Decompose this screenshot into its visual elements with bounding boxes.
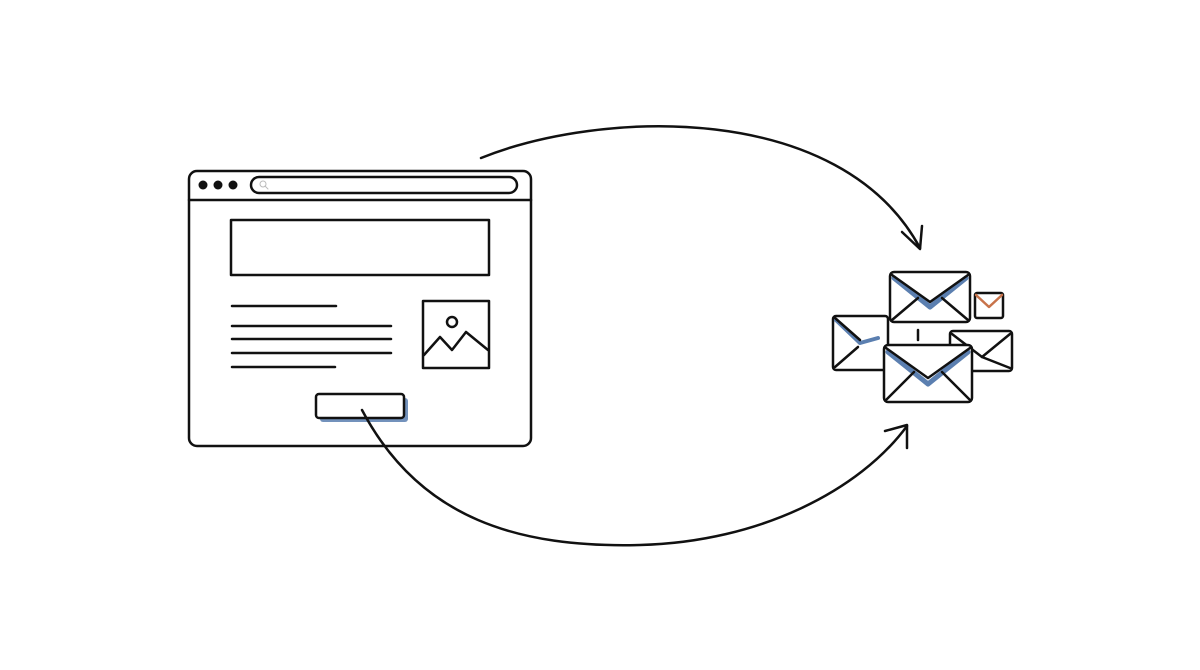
- browser-window-icon: [187, 169, 533, 448]
- envelope-icon: [973, 291, 1005, 320]
- submit-button[interactable]: [314, 392, 408, 422]
- envelope-icon: [888, 270, 972, 324]
- search-icon: [259, 180, 269, 190]
- envelope-icon: [831, 314, 890, 372]
- address-bar: [249, 175, 519, 195]
- image-icon: [421, 299, 491, 370]
- text-lines: [230, 304, 393, 369]
- hero-banner: [229, 218, 491, 277]
- envelope-group: [831, 270, 1014, 404]
- arrow-icon: [479, 125, 924, 251]
- envelope-icon: [882, 343, 974, 404]
- window-controls: [198, 180, 238, 190]
- arrow-icon: [360, 408, 909, 547]
